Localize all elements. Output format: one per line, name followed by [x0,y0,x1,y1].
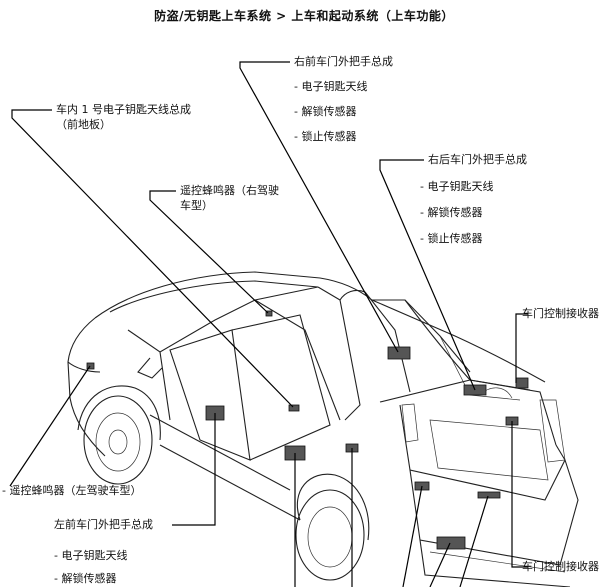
label-rf-key-antenna: - 电子钥匙天线 [294,80,368,93]
label-rr-key-antenna: - 电子钥匙天线 [420,180,494,193]
label-rr-handle: 右后车门外把手总成 [428,153,527,166]
label-rf-lock-sensor: - 锁止传感器 [294,130,357,143]
vehicle-body [67,271,579,587]
label-buzzer-lhd: - 遥控蜂鸣器（左驾驶车型） [2,484,142,497]
label-inner-antenna: 车内 1 号电子钥匙天线总成 [56,103,191,116]
label-rr-unlock-sensor: - 解锁传感器 [420,206,483,219]
tailgate-handle-part [436,536,466,550]
label-buzzer-rhd: 遥控蜂鸣器（右驾驶 [180,184,279,197]
receiver-upper-part [515,377,529,389]
label-rf-handle: 右前车门外把手总成 [294,55,393,68]
buzzer-rhd-part [265,310,273,317]
label-lf-key-antenna: - 电子钥匙天线 [54,549,128,562]
page-title: 防盗/无钥匙上车系统 > 上车和起动系统（上车功能） [154,9,454,23]
label-door-receiver-lower: 车门控制接收器 [522,560,599,573]
label-buzzer-rhd-cont: 车型） [180,199,213,212]
tailgate-part-right [477,491,501,499]
label-inner-antenna-location: （前地板） [56,118,111,131]
label-lf-handle: 左前车门外把手总成 [54,518,153,531]
label-rr-lock-sensor: - 锁止传感器 [420,232,483,245]
inner-antenna-part [288,404,300,412]
label-door-receiver-upper: 车门控制接收器 [522,307,599,320]
leader-lines [9,61,528,587]
label-lf-unlock-sensor: - 解锁传感器 [54,572,117,585]
rf-handle-part [387,346,411,360]
label-rf-unlock-sensor: - 解锁传感器 [294,105,357,118]
buzzer-lhd-part [86,362,95,370]
